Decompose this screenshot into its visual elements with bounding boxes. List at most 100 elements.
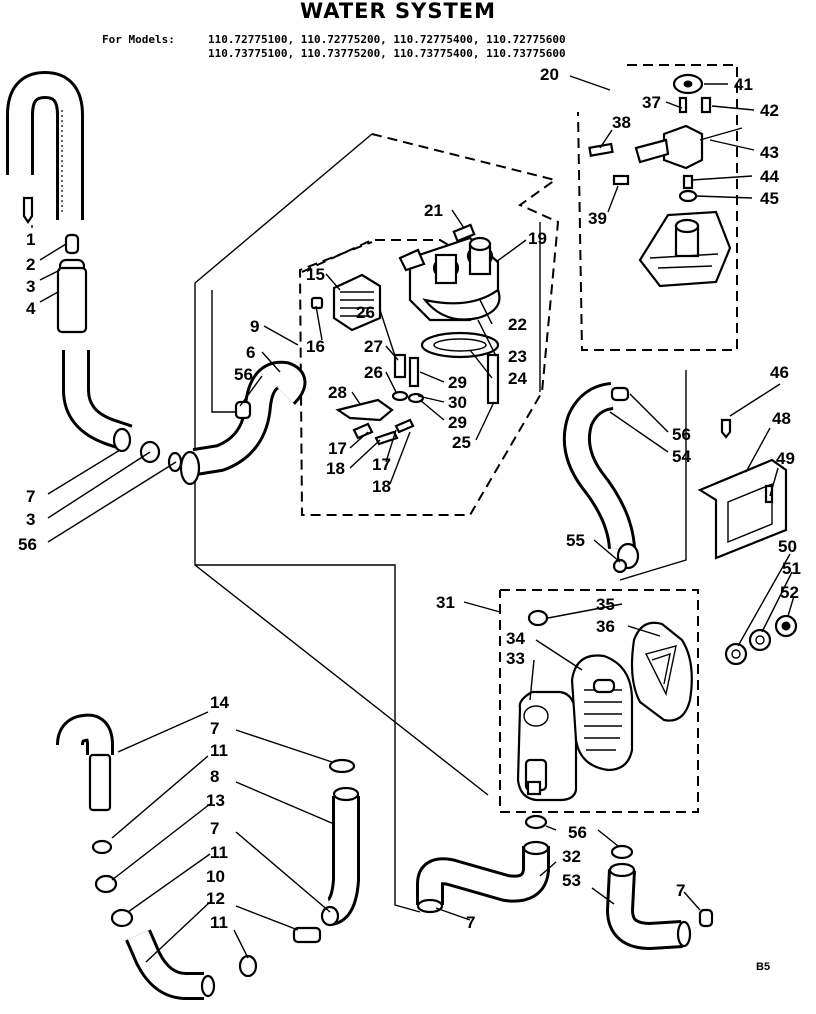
callout-51: 51 — [782, 559, 801, 578]
callout-41: 41 — [734, 75, 753, 94]
callout-54: 54 — [672, 447, 691, 466]
callout-56-left: 56 — [234, 365, 253, 384]
callout-9: 9 — [250, 317, 259, 336]
callout-48: 48 — [772, 409, 791, 428]
hose-53 — [606, 844, 714, 950]
callout-11-b: 11 — [210, 843, 228, 862]
callout-49: 49 — [776, 449, 795, 468]
valve-assembly-outline — [577, 64, 738, 351]
callout-20: 20 — [540, 65, 559, 84]
screw-37 — [678, 96, 688, 114]
hose-6 — [179, 360, 307, 486]
diagram-title: WATER SYSTEM — [300, 0, 496, 23]
callout-7-bottom: 7 — [466, 913, 475, 932]
bracket-48 — [697, 418, 788, 560]
callout-8: 8 — [210, 767, 219, 786]
callout-labels: 1 2 3 4 3 7 56 6 56 9 15 16 26 27 26 28 … — [18, 65, 801, 932]
washer-45 — [678, 189, 698, 203]
pump-assembly — [310, 223, 501, 446]
callout-37: 37 — [642, 93, 661, 112]
callout-7-right: 7 — [676, 881, 685, 900]
models-line-2: 110.73775100, 110.73775200, 110.73775400… — [208, 47, 566, 60]
callout-33: 33 — [506, 649, 525, 668]
callout-56-bottom: 56 — [568, 823, 587, 842]
callout-38: 38 — [612, 113, 631, 132]
callout-1: 1 — [26, 230, 35, 249]
spring-42 — [700, 96, 712, 114]
callout-17: 17 — [328, 439, 347, 458]
callout-4: 4 — [26, 299, 36, 318]
callout-56: 56 — [18, 535, 37, 554]
callout-19: 19 — [528, 229, 547, 248]
callout-56-right: 56 — [672, 425, 691, 444]
page-code: B5 — [756, 961, 770, 973]
callout-29: 29 — [448, 373, 467, 392]
cap-35 — [527, 609, 549, 627]
callout-11-c: 11 — [210, 913, 228, 932]
callout-17-b: 17 — [372, 455, 391, 474]
callout-7: 7 — [26, 487, 35, 506]
pin-38 — [588, 142, 614, 157]
callout-2: 2 — [26, 255, 35, 274]
filter-assembly-outline — [499, 589, 699, 813]
callout-29-b: 29 — [448, 413, 467, 432]
callout-6: 6 — [246, 343, 255, 362]
callout-16: 16 — [306, 337, 325, 356]
callout-39: 39 — [588, 209, 607, 228]
callout-30: 30 — [448, 393, 467, 412]
callout-25: 25 — [452, 433, 471, 452]
callout-43: 43 — [760, 143, 779, 162]
hose-clamp — [234, 400, 252, 420]
callout-42: 42 — [760, 101, 779, 120]
callout-18-b: 18 — [372, 477, 391, 496]
callout-13: 13 — [206, 791, 225, 810]
models-label: For Models: — [102, 33, 175, 46]
filter-assembly-31 — [516, 609, 693, 802]
callout-15: 15 — [306, 265, 325, 284]
callout-46: 46 — [770, 363, 789, 382]
callout-32: 32 — [562, 847, 581, 866]
callout-45: 45 — [760, 189, 779, 208]
leader-lines — [31, 75, 795, 963]
seals-50-52 — [724, 614, 798, 666]
pump-assembly-outline — [298, 133, 560, 516]
callout-12: 12 — [206, 889, 225, 908]
callout-24: 24 — [508, 369, 527, 388]
callout-11: 11 — [210, 741, 228, 760]
hose-clamp — [64, 233, 80, 255]
hose-32 — [416, 814, 550, 914]
callout-31: 31 — [436, 593, 455, 612]
callout-3-lower: 3 — [26, 510, 35, 529]
callout-3: 3 — [26, 277, 35, 296]
callout-52: 52 — [780, 583, 799, 602]
screw-part-1 — [22, 196, 34, 224]
callout-18: 18 — [326, 459, 345, 478]
callout-21: 21 — [424, 201, 443, 220]
screw-46 — [720, 418, 732, 439]
frame-lines — [194, 133, 687, 913]
screw-44 — [682, 174, 694, 190]
callout-50: 50 — [778, 537, 797, 556]
lower-left-hoses — [56, 713, 360, 1000]
models-line-1: 110.72775100, 110.72775200, 110.72775400… — [208, 33, 566, 46]
callout-36: 36 — [596, 617, 615, 636]
callout-55: 55 — [566, 531, 585, 550]
callout-26: 26 — [356, 303, 375, 322]
callout-34: 34 — [506, 629, 525, 648]
callout-27: 27 — [364, 337, 383, 356]
valve-assembly-20 — [588, 73, 743, 288]
callout-7-lower: 7 — [210, 719, 219, 738]
callout-35: 35 — [596, 595, 615, 614]
callout-53: 53 — [562, 871, 581, 890]
clip-39 — [612, 174, 630, 186]
callout-44: 44 — [760, 167, 779, 186]
callout-23: 23 — [508, 347, 527, 366]
callout-7-b: 7 — [210, 819, 219, 838]
callout-28: 28 — [328, 383, 347, 402]
hose-54 — [562, 382, 640, 574]
callout-26-b: 26 — [364, 363, 383, 382]
callout-14: 14 — [210, 693, 229, 712]
callout-10: 10 — [206, 867, 225, 886]
hose-connector — [56, 266, 88, 334]
